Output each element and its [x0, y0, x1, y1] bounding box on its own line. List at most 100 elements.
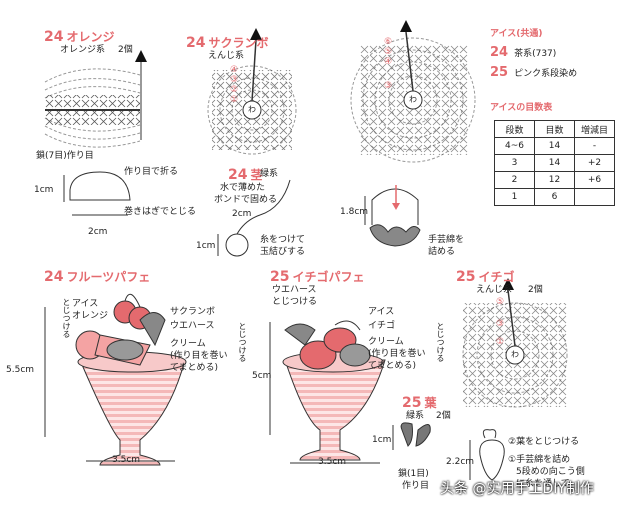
leaf-height: 1cm	[372, 435, 392, 445]
cherry-title: サクランボ	[208, 36, 269, 50]
table-cell: 2	[494, 171, 535, 189]
strawberry-parfait-title: イチゴパフェ	[292, 270, 365, 284]
table-cell: +6	[574, 171, 615, 189]
cherry-mark-1: ①	[230, 95, 239, 105]
strawberry-stuff-1: ①手芸綿を詰め	[508, 455, 571, 465]
orange-height: 1cm	[34, 185, 54, 195]
strawberry-drawing	[469, 429, 505, 481]
strawberry-stitch-chart	[462, 278, 568, 408]
leaf-chain-1: 鎖(1目)	[398, 469, 429, 479]
strawberry-parfait-strawberry-label: イチゴ	[368, 321, 396, 331]
fruit-parfait-title: フルーツパフェ	[66, 270, 151, 284]
strawberry-parfait-width: 3.5cm	[318, 457, 347, 467]
strawberry-count: 2個	[528, 285, 543, 295]
stem-tie-1: 糸をつけて	[260, 235, 306, 245]
leaf-drawing	[392, 422, 431, 450]
fruit-parfait-cherry-label: サクランボ	[170, 307, 216, 317]
fruit-parfait-orange-label: オレンジ	[72, 311, 109, 321]
strawberry-title: イチゴ	[478, 270, 515, 284]
stem-note-2: ボンドで固める	[214, 195, 278, 205]
table-row: 3 14 +2	[494, 154, 615, 172]
ice-title: アイス(共通)	[490, 29, 543, 39]
leaf-title: 葉	[424, 396, 437, 410]
cherry-mark-4: ④	[230, 65, 239, 75]
table-cell: 3	[494, 154, 535, 172]
strawberry-mark-5: ⑤	[496, 297, 505, 307]
orange-width: 2cm	[88, 227, 108, 237]
strawberry-leaf-attach: ②葉をとじつける	[508, 437, 580, 447]
strawberry-parfait-attach-right: とじつける	[436, 322, 445, 362]
orange-number: 24	[44, 29, 64, 45]
leaf-chain-2: 作り目	[402, 481, 430, 491]
leaf-yarn: 緑系	[406, 411, 425, 421]
stem-tie-2: 玉結びする	[260, 247, 306, 257]
table-header: 目数	[534, 120, 575, 138]
ice-mark-4: ④	[384, 57, 393, 67]
table-cell: -	[574, 137, 615, 155]
orange-yarn: オレンジ系	[60, 45, 106, 55]
table-header: 段数	[494, 120, 535, 138]
table-cell: 14	[534, 154, 575, 172]
stem-title: 茎	[250, 168, 263, 182]
ice-line-1-text: 茶系(737)	[514, 49, 557, 59]
ice-table-title: アイスの目数表	[490, 103, 553, 113]
strawberry-parfait-wafer-label: ウエハース	[272, 285, 317, 295]
ice-dome-drawing	[364, 185, 421, 247]
cherry-stitch-chart	[207, 28, 297, 155]
table-cell: 12	[534, 171, 575, 189]
table-cell: 1	[494, 188, 535, 206]
strawberry-ring: わ	[511, 350, 519, 359]
table-cell: 14	[534, 137, 575, 155]
orange-chain: 鎖(7目)作り目	[36, 151, 94, 161]
strawberry-mark-3: ③	[496, 319, 505, 329]
ice-stuff-1: 手芸綿を	[428, 235, 465, 245]
ice-line-1: 24 茶系(737)	[490, 46, 556, 59]
leaf-count: 2個	[436, 411, 451, 421]
orange-roll-note: 巻きはぎでとじる	[124, 207, 197, 217]
fruit-parfait-ice-label: アイス	[72, 299, 99, 309]
ice-line-2-number: 25	[490, 65, 509, 80]
fruit-parfait-wafer-label: ウエハース	[170, 321, 215, 331]
watermark: 头条 @实用手工DIY制作	[440, 481, 594, 497]
ice-line-2-text: ピンク系段染め	[514, 69, 578, 79]
table-cell	[574, 188, 615, 206]
strawberry-height: 2.2cm	[446, 457, 475, 467]
strawberry-stuff-2: 5段めの向こう側	[516, 467, 585, 477]
ice-height: 1.8cm	[340, 207, 369, 217]
strawberry-parfait-cream-3: てまとめる)	[368, 361, 417, 371]
strawberry-stuff-3: に糸を通して	[516, 479, 570, 489]
stem-width: 2cm	[232, 209, 252, 219]
stem-yarn: 緑系	[260, 169, 279, 179]
cherry-mark-3: ③	[230, 75, 239, 85]
strawberry-parfait-drawing	[269, 320, 386, 464]
table-header: 増減目	[574, 120, 615, 138]
cherry-number: 24	[186, 35, 206, 51]
ice-ring: わ	[409, 95, 417, 104]
strawberry-yarn: えんじ系	[476, 285, 513, 295]
cherry-mark-2: ②	[230, 85, 239, 95]
ice-line-2: 25 ピンク系段染め	[490, 66, 577, 79]
strawberry-parfait-attach-label: とじつける	[272, 297, 318, 307]
ice-line-1-number: 24	[490, 45, 509, 60]
fruit-parfait-drawing	[44, 293, 187, 466]
leaf-number: 25	[402, 395, 422, 411]
table-cell: +2	[574, 154, 615, 172]
strawberry-parfait-cream-2: (作り目を巻い	[368, 349, 426, 359]
table-cell: 6	[534, 188, 575, 206]
table-row: 1 6	[494, 188, 615, 206]
strawberry-parfait-ice-label: アイス	[368, 307, 395, 317]
table-row: 4~6 14 -	[494, 137, 615, 155]
fruit-parfait-cream-2: (作り目を巻い	[170, 351, 228, 361]
ice-stitch-chart	[350, 20, 476, 163]
orange-title: オレンジ	[66, 30, 115, 44]
ice-mark-5: ⑤	[384, 47, 393, 57]
orange-stitch-chart	[44, 50, 147, 148]
strawberry-mark-1: ①	[496, 337, 505, 347]
